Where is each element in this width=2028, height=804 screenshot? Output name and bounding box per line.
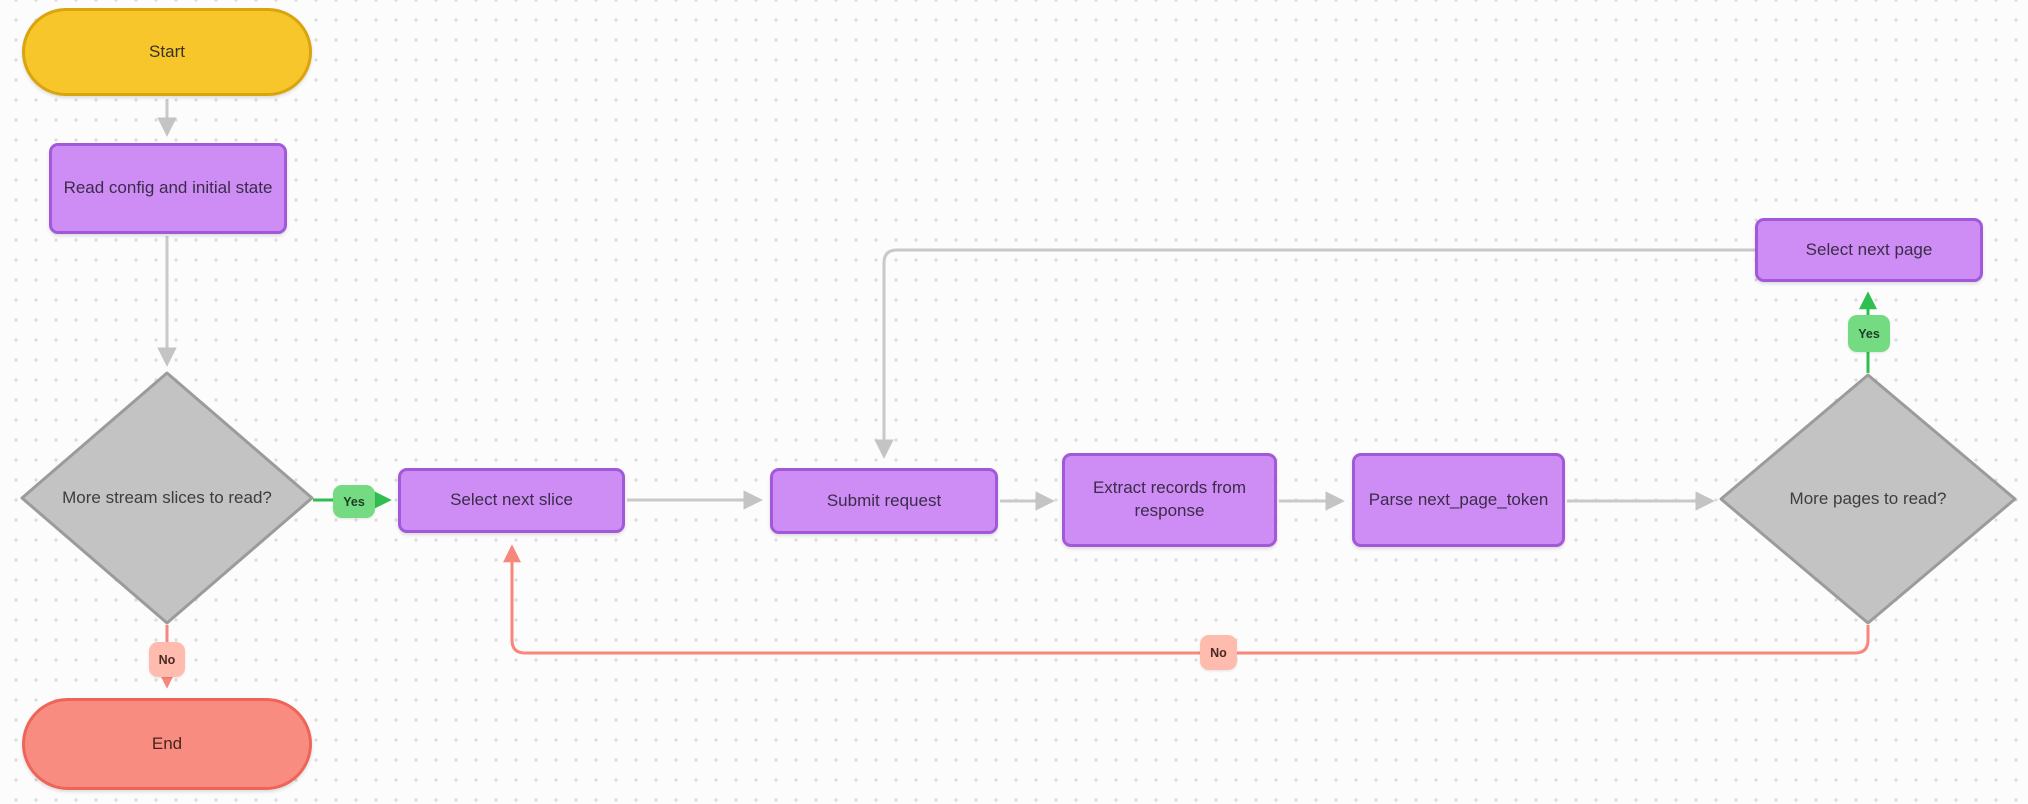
node-more-pages-decision[interactable] — [1719, 373, 2017, 625]
node-select-next-page-label: Select next page — [1805, 239, 1933, 259]
node-select-next-page[interactable]: Select next page — [1755, 218, 1983, 282]
edge-label-no-pages: No — [1200, 635, 1237, 670]
edge-label-yes-slices: Yes — [333, 485, 375, 518]
node-end[interactable]: End — [22, 698, 312, 790]
edge-morepages-no-to-selectslice — [503, 544, 1870, 655]
node-submit-request[interactable]: Submit request — [770, 468, 998, 534]
node-parse-next-page-token-label: Parse next_page_token — [1368, 489, 1549, 509]
edge-label-yes-pages: Yes — [1848, 315, 1890, 352]
node-read-config-label: Read config and initial state — [63, 178, 273, 198]
node-start[interactable]: Start — [22, 8, 312, 96]
node-extract-records-label: Extract records from response — [1092, 478, 1247, 520]
node-extract-records[interactable]: Extract records from response — [1062, 453, 1277, 547]
node-select-next-slice-label: Select next slice — [450, 490, 573, 510]
node-read-config[interactable]: Read config and initial state — [49, 143, 287, 234]
edge-selectpage-to-submitrequest — [874, 248, 1755, 459]
node-select-next-slice[interactable]: Select next slice — [398, 468, 625, 533]
node-more-stream-slices-decision[interactable] — [20, 371, 314, 625]
edge-label-no-slices: No — [149, 642, 185, 677]
node-parse-next-page-token[interactable]: Parse next_page_token — [1352, 453, 1565, 547]
node-submit-request-label: Submit request — [826, 490, 942, 510]
node-start-label: Start — [149, 41, 185, 61]
node-end-label: End — [151, 733, 183, 753]
